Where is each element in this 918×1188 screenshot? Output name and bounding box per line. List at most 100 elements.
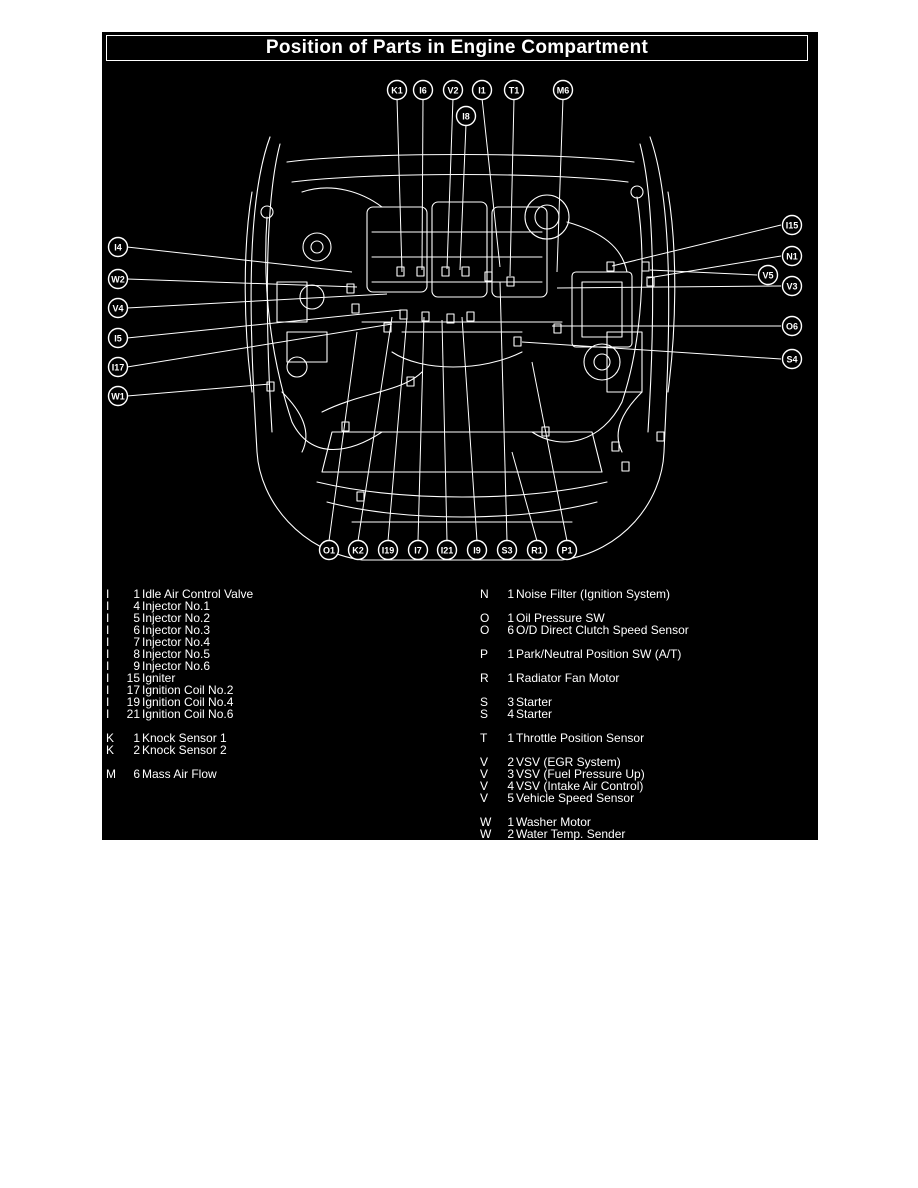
legend-code-letter: N — [480, 587, 489, 601]
callout-circle — [436, 539, 458, 561]
callout-bottom-3: I7 — [407, 539, 429, 561]
legend-code-number: 6 — [133, 623, 140, 637]
callout-bottom-5: I9 — [466, 539, 488, 561]
callout-label: W1 — [111, 392, 125, 402]
callout-label: I19 — [382, 546, 395, 556]
callout-circle — [503, 79, 525, 101]
callout-right-5: S4 — [781, 348, 803, 370]
legend-code-number: 3 — [507, 695, 514, 709]
callout-label: I8 — [462, 112, 470, 122]
legend-code-number: 2 — [133, 743, 140, 757]
legend-part-name: Injector No.4 — [142, 635, 211, 649]
legend-part-name: Starter — [516, 707, 553, 721]
legend-code-letter: I — [106, 611, 110, 625]
legend-code-number: 8 — [133, 647, 140, 661]
callout-label: N1 — [786, 252, 798, 262]
legend-code-letter: K — [106, 743, 115, 757]
legend-code-letter: K — [106, 731, 115, 745]
legend-part-name: Injector No.5 — [142, 647, 211, 661]
callout-circle — [781, 315, 803, 337]
callout-label: M6 — [557, 86, 570, 96]
legend-part-name: Oil Pressure SW — [516, 611, 605, 625]
callout-circle — [377, 539, 399, 561]
legend-code-number: 1 — [133, 587, 140, 601]
callout-top-4: T1 — [503, 79, 525, 101]
legend-code-letter: W — [480, 827, 492, 840]
legend-part-name: Injector No.1 — [142, 599, 211, 613]
legend-code-letter: T — [480, 731, 488, 745]
legend-part-name: O/D Direct Clutch Speed Sensor — [516, 623, 689, 637]
legend-part-name: VSV (Intake Air Control) — [516, 779, 644, 793]
legend-code-letter: S — [480, 707, 489, 721]
legend-code-letter: I — [106, 695, 110, 709]
callout-circle — [781, 275, 803, 297]
legend-part-name: Igniter — [142, 671, 176, 685]
callout-circle — [455, 105, 477, 127]
legend-code-letter: V — [480, 767, 489, 781]
callout-left-3: I5 — [107, 327, 129, 349]
callout-circle — [347, 539, 369, 561]
legend-part-name: Ignition Coil No.2 — [142, 683, 234, 697]
callout-bottom-4: I21 — [436, 539, 458, 561]
legend-code-letter: M — [106, 767, 116, 781]
legend-code-letter: W — [480, 815, 492, 829]
callout-label: I7 — [414, 546, 422, 556]
callout-circle — [318, 539, 340, 561]
legend-part-name: Washer Motor — [516, 815, 591, 829]
legend-code-number: 3 — [507, 767, 514, 781]
legend-part-name: Starter — [516, 695, 553, 709]
legend-part-name: Injector No.2 — [142, 611, 211, 625]
engine-drawing — [244, 136, 676, 561]
leader-lines — [126, 97, 782, 542]
callout-label: I5 — [114, 334, 122, 344]
legend-code-number: 1 — [507, 815, 514, 829]
callout-right-4: O6 — [781, 315, 803, 337]
legend-code-number: 5 — [133, 611, 140, 625]
legend-part-name: VSV (EGR System) — [516, 755, 621, 769]
legend-code-number: 1 — [507, 731, 514, 745]
legend-code-letter: O — [480, 611, 490, 625]
callout-top-1: I6 — [412, 79, 434, 101]
callout-top-0: K1 — [386, 79, 408, 101]
callout-label: R1 — [531, 546, 543, 556]
legend-code-letter: I — [106, 635, 110, 649]
callout-circle — [107, 385, 129, 407]
callout-bottom-1: K2 — [347, 539, 369, 561]
legend-part-name: Vehicle Speed Sensor — [516, 791, 635, 805]
callout-circle — [781, 348, 803, 370]
legend-code-letter: R — [480, 671, 489, 685]
legend-code-number: 2 — [507, 827, 514, 840]
callout-label: V2 — [447, 86, 458, 96]
callout-circle — [552, 79, 574, 101]
callout-bottom-2: I19 — [377, 539, 399, 561]
callout-label: S4 — [786, 355, 797, 365]
legend-part-name: Throttle Position Sensor — [516, 731, 645, 745]
callout-left-5: W1 — [107, 385, 129, 407]
callout-bottom-7: R1 — [526, 539, 548, 561]
legend-part-name: Knock Sensor 1 — [142, 731, 227, 745]
callout-label: I6 — [419, 86, 427, 96]
callout-circle — [107, 327, 129, 349]
legend-code-letter: I — [106, 671, 110, 685]
legend-part-name: Radiator Fan Motor — [516, 671, 620, 685]
callout-circle — [757, 264, 779, 286]
callout-circle — [471, 79, 493, 101]
callout-circle — [107, 297, 129, 319]
callout-label: V4 — [112, 304, 123, 314]
callout-circle — [407, 539, 429, 561]
legend-part-name: Knock Sensor 2 — [142, 743, 227, 757]
legend-code-letter: I — [106, 587, 110, 601]
legend-code-number: 1 — [507, 647, 514, 661]
legend-code-number: 6 — [133, 767, 140, 781]
legend-code-number: 1 — [507, 611, 514, 625]
page-title: Position of Parts in Engine Compartment — [106, 35, 808, 61]
legend-code-letter: V — [480, 755, 489, 769]
callout-label: S3 — [501, 546, 512, 556]
callout-label: V5 — [762, 271, 773, 281]
callout-top-5: M6 — [552, 79, 574, 101]
callout-top-6: I8 — [455, 105, 477, 127]
callout-left-2: V4 — [107, 297, 129, 319]
